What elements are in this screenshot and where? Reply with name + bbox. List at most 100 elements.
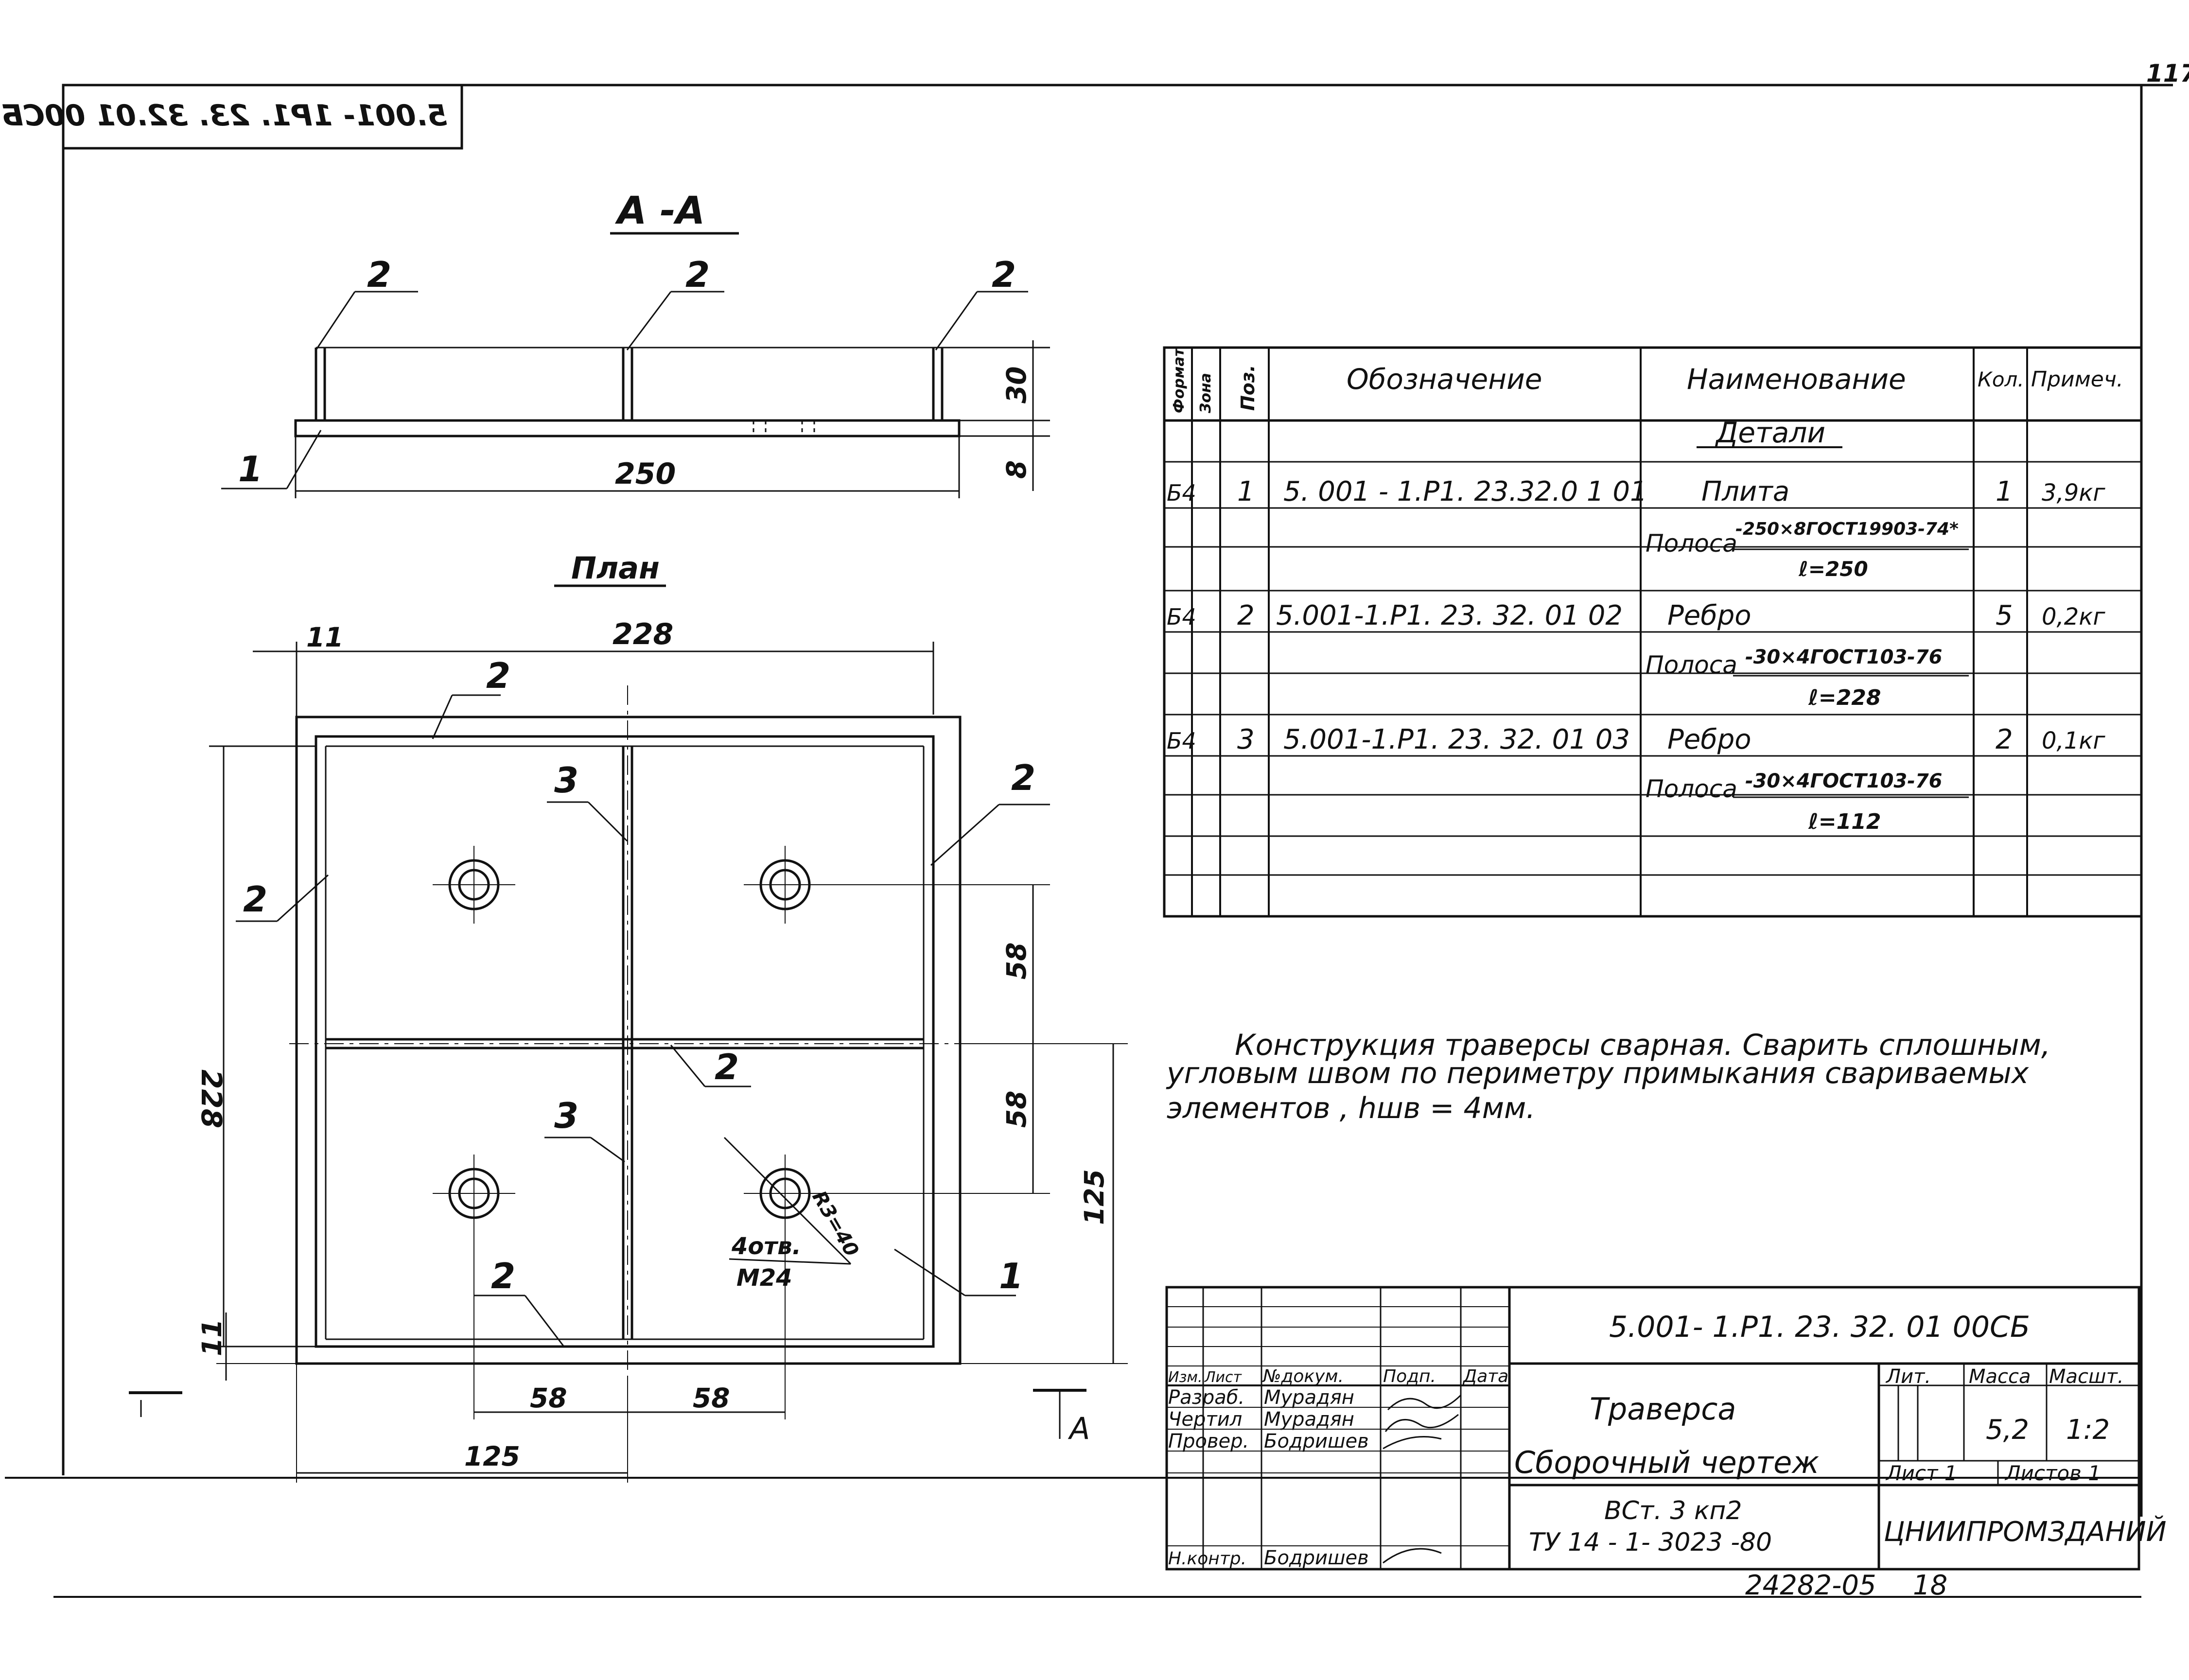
dim-bottom-spacing-2: 58 (693, 1382, 730, 1414)
spec-header-pos: Поз. (1237, 365, 1259, 411)
tb-name-draw: Мурадян (1264, 1408, 1354, 1431)
dim-plan-height: 228 (195, 1069, 228, 1128)
tb-hdr-ndoc: №докум. (1262, 1366, 1344, 1386)
spec-row1-material-len: ℓ=250 (1798, 557, 1868, 581)
tb-hdr-date: Дата (1462, 1366, 1508, 1386)
dim-plan-width: 228 (613, 617, 673, 651)
spec-row3-qty: 2 (1996, 724, 2013, 755)
spec-row3-note: 0,1кг (2042, 727, 2105, 754)
dim-aa-width: 250 (615, 457, 676, 491)
dim-bottom-spacing-1: 58 (530, 1382, 567, 1414)
tb-role-check: Провер. (1168, 1430, 1249, 1452)
dim-side-offset: 11 (196, 1319, 228, 1356)
notes-line-2: угловым швом по периметру примыкания сва… (1166, 1056, 2029, 1090)
tb-hdr-list: Лист (1204, 1369, 1243, 1386)
spec-row3-designation: 5.001-1.Р1. 23. 32. 01 03 (1283, 724, 1630, 755)
callout-rib-left: 2 (367, 254, 391, 295)
notes-line-3: элементов , hшв = 4мм. (1167, 1091, 1535, 1125)
spec-row1-material-label: Полоса (1646, 529, 1737, 558)
section-title: А -А (614, 189, 705, 233)
dim-bolt-height: 125 (1079, 1169, 1110, 1225)
spec-row2-pos: 2 (1237, 600, 1255, 631)
tb-name-check: Бодришев (1264, 1430, 1369, 1452)
spec-row1-note: 3,9кг (2042, 479, 2105, 507)
holes-thread-label: М24 (736, 1264, 792, 1292)
section-aa-view (221, 291, 1050, 498)
plan-title: План (571, 550, 660, 586)
spec-header-zone: Зона (1197, 373, 1214, 414)
title-code: 5.001- 1.Р1. 23. 32. 01 00СБ (1609, 1310, 2030, 1344)
tb-org: ЦНИИПРОМЗДАНИЙ (1884, 1516, 2167, 1548)
spec-row3-material-spec: -30×4ГОСТ103-76 (1745, 770, 1943, 792)
tb-scale-value: 1:2 (2066, 1414, 2110, 1446)
dim-bolt-spacing-2: 58 (1001, 1090, 1032, 1128)
spec-row1-name: Плита (1701, 476, 1789, 508)
tb-hdr-izm: Изм. (1168, 1369, 1203, 1386)
spec-row2-designation: 5.001-1.Р1. 23. 32. 01 02 (1276, 600, 1623, 631)
sheet-frame (5, 84, 2173, 1598)
dim-bottom-total: 125 (464, 1441, 520, 1472)
stamp-code-mirrored: 5.001- 1Р1. 23. 32.01 00СБ (1, 99, 447, 133)
tb-title-2: Сборочный чертеж (1514, 1445, 1819, 1480)
spec-row2-material-label: Полоса (1646, 651, 1737, 679)
spec-row3-format: Б4 (1167, 728, 1196, 754)
spec-row1-pos: 1 (1237, 476, 1255, 508)
spec-header-designation: Обозначение (1347, 363, 1542, 396)
callout-plan-rib3-top: 3 (554, 760, 578, 801)
callout-plate: 1 (238, 449, 263, 490)
notes-line-1: Конструкция траверсы сварная. Сварить сп… (1235, 1028, 2050, 1062)
spec-table (1163, 346, 2143, 918)
callout-plan-rib3-bottom: 3 (554, 1095, 578, 1136)
spec-header-name: Наименование (1687, 363, 1906, 396)
spec-row3-pos: 3 (1237, 724, 1255, 755)
dim-aa-thickness: 8 (1001, 460, 1032, 479)
callout-rib-right: 2 (992, 254, 1016, 295)
tb-role-draw: Чертил (1168, 1408, 1242, 1431)
spec-row1-material-spec: -250×8ГОСТ19903-74* (1735, 519, 1959, 539)
tb-sheet-label: Лист 1 (1885, 1461, 1958, 1485)
tb-name-dev: Мурадян (1264, 1386, 1354, 1409)
spec-header-format: Формат (1171, 347, 1188, 413)
holes-count-label: 4отв. (731, 1233, 801, 1260)
spec-row2-name: Ребро (1667, 600, 1751, 631)
dim-bolt-spacing-1: 58 (1001, 942, 1032, 980)
tb-lit-label: Лит. (1885, 1365, 1931, 1388)
callout-plan-right: 2 (1011, 757, 1035, 798)
dim-aa-rib-height: 30 (1001, 366, 1032, 403)
tb-hdr-sign: Подп. (1383, 1366, 1436, 1386)
tb-mass-value: 5,2 (1986, 1414, 2029, 1446)
callout-plan-left: 2 (243, 879, 267, 920)
bottom-page: 18 (1913, 1570, 1947, 1601)
spec-row3-material-label: Полоса (1646, 775, 1737, 803)
callout-plan-plate: 1 (999, 1256, 1023, 1296)
title-block (1165, 1286, 2140, 1571)
spec-row2-format: Б4 (1167, 604, 1196, 630)
section-marker-a: А (1068, 1411, 1090, 1446)
callout-plan-top: 2 (486, 655, 510, 696)
spec-row2-qty: 5 (1996, 600, 2013, 631)
spec-row1-qty: 1 (1996, 476, 2013, 508)
callout-rib-center: 2 (685, 254, 710, 295)
spec-row2-material-spec: -30×4ГОСТ103-76 (1745, 646, 1943, 668)
plan-view (129, 642, 1128, 1483)
tb-mass-label: Масса (1969, 1365, 2031, 1388)
callout-plan-center: 2 (715, 1047, 739, 1087)
spec-header-note: Примеч. (2031, 367, 2123, 392)
spec-row2-note: 0,2кг (2042, 603, 2105, 630)
spec-row1-designation: 5. 001 - 1.Р1. 23.32.0 1 01 (1283, 476, 1647, 508)
spec-row3-material-len: ℓ=112 (1808, 809, 1881, 834)
tb-material-1: ВСт. 3 кп2 (1604, 1496, 1742, 1525)
tb-scale-label: Масшт. (2049, 1365, 2124, 1388)
spec-row3-name: Ребро (1667, 724, 1751, 755)
spec-section-title: Детали (1715, 416, 1825, 449)
callout-plan-bottom: 2 (491, 1256, 515, 1296)
tb-title-1: Траверса (1590, 1391, 1736, 1427)
page-number: 117 (2146, 59, 2189, 88)
spec-row2-material-len: ℓ=228 (1808, 685, 1881, 710)
tb-material-2: ТУ 14 - 1- 3023 -80 (1529, 1528, 1772, 1557)
dim-hole-radius: R3=40 (807, 1187, 863, 1260)
bottom-number: 24282-05 (1745, 1570, 1876, 1601)
tb-role-dev: Разраб. (1168, 1386, 1244, 1409)
tb-role-nkontr: Н.контр. (1168, 1549, 1246, 1569)
